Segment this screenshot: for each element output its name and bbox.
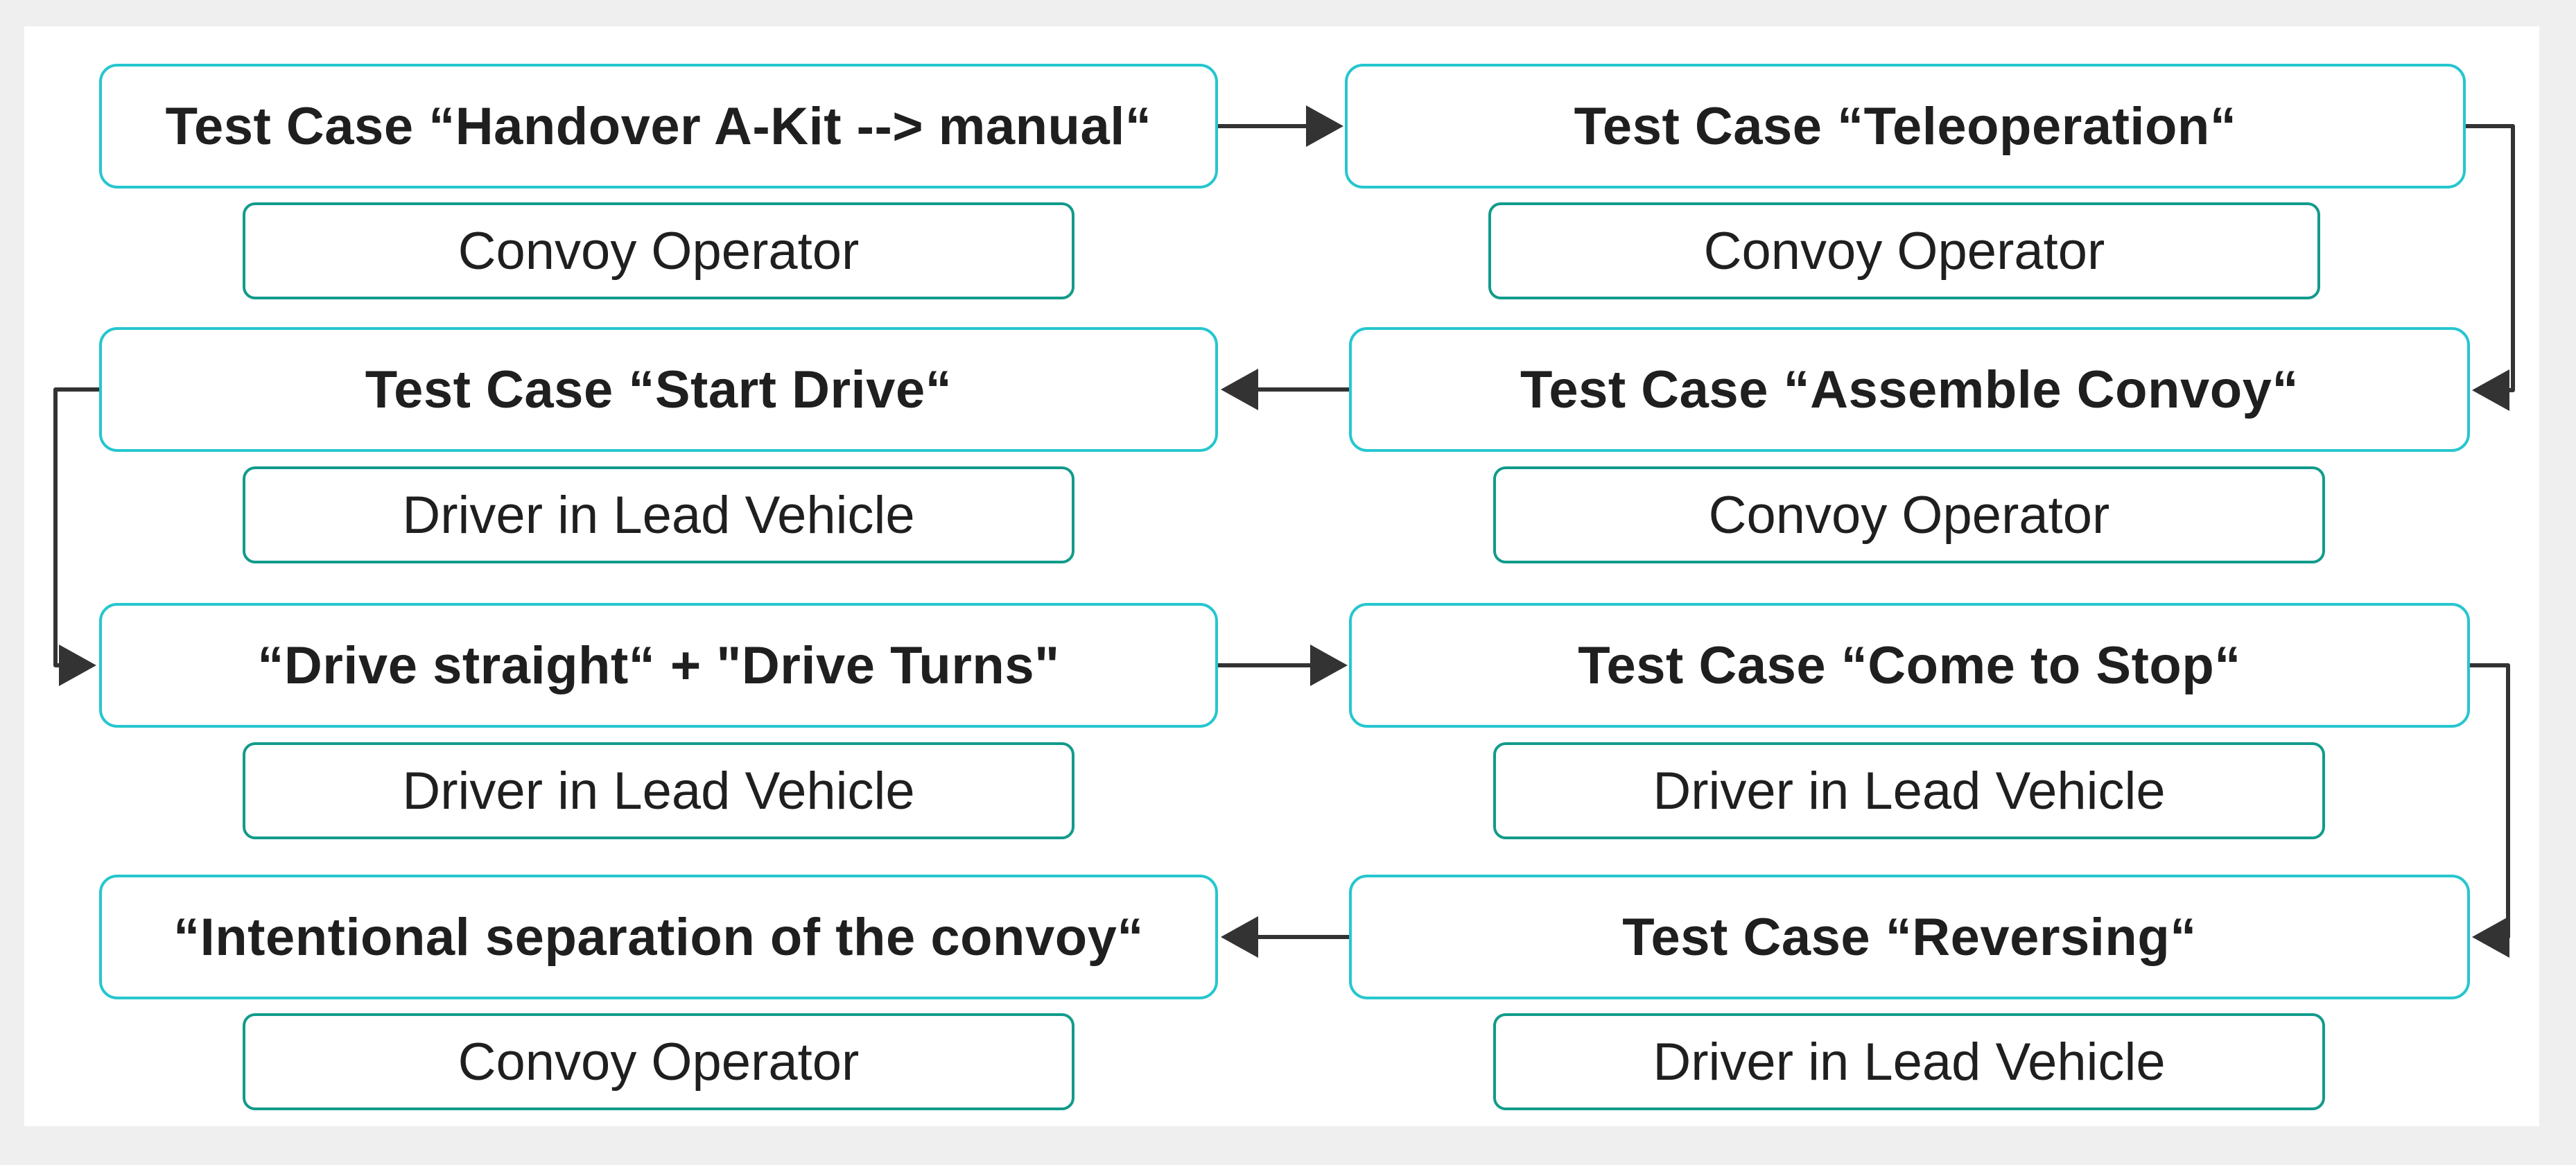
role-teleoperation: Convoy Operator: [1488, 202, 2320, 299]
test-case-handover: Test Case “Handover A-Kit --> manual“: [99, 64, 1218, 189]
test-case-start-drive: Test Case “Start Drive“: [99, 327, 1218, 452]
arrow-start-drive-to-drive-straight: [53, 387, 99, 686]
test-case-come-to-stop: Test Case “Come to Stop“: [1349, 603, 2470, 728]
role-come-to-stop: Driver in Lead Vehicle: [1493, 742, 2325, 839]
role-reversing: Driver in Lead Vehicle: [1493, 1013, 2325, 1110]
test-case-intentional-separation: “Intentional separation of the convoy“: [99, 875, 1218, 999]
role-assemble-convoy: Convoy Operator: [1493, 466, 2325, 563]
test-case-reversing: Test Case “Reversing“: [1349, 875, 2470, 999]
role-handover: Convoy Operator: [243, 202, 1074, 299]
test-case-drive-straight-turns: “Drive straight“ + "Drive Turns": [99, 603, 1218, 728]
role-drive-straight-turns: Driver in Lead Vehicle: [243, 742, 1074, 839]
test-case-assemble-convoy: Test Case “Assemble Convoy“: [1349, 327, 2470, 452]
test-case-teleoperation: Test Case “Teleoperation“: [1345, 64, 2466, 189]
role-intentional-separation: Convoy Operator: [243, 1013, 1074, 1110]
arrow-teleoperation-to-assemble: [2466, 124, 2515, 411]
arrow-come-to-stop-to-reversing: [2470, 663, 2510, 958]
role-start-drive: Driver in Lead Vehicle: [243, 466, 1074, 563]
